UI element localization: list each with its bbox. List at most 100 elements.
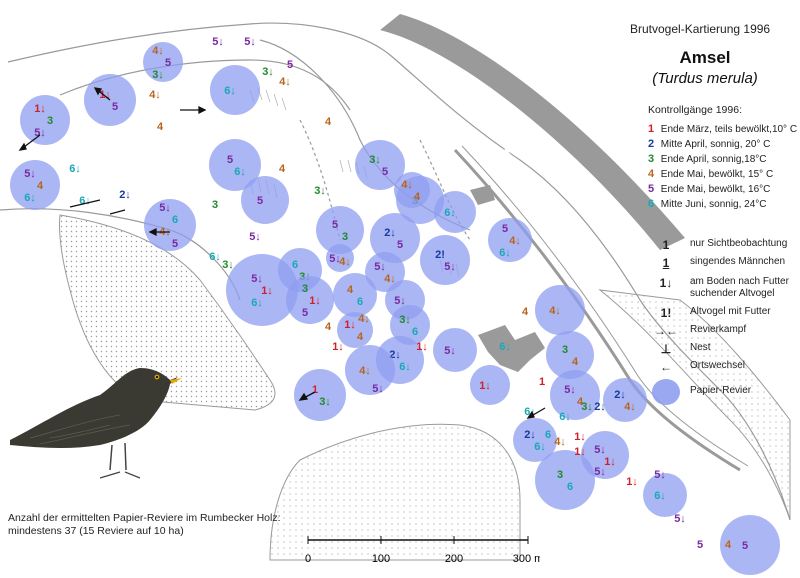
observation-mark: 3 [342, 231, 348, 243]
legend-visit-2: 2 Mitte April, sonnig, 20° C [648, 137, 798, 152]
visit-label: Mitte April, sonnig, 20° C [660, 139, 771, 150]
legend-visits: Kontrollgänge 1996: 1 Ende März, teils b… [648, 104, 798, 212]
observation-mark: 2! [435, 249, 445, 261]
observation-mark: 1↓ [416, 341, 428, 353]
territory-32: 2↓6↓ [513, 418, 557, 462]
observation-mark: 3↓ [222, 259, 234, 271]
observation-mark: 4 [357, 331, 364, 343]
visit-label: Mitte Juni, sonnig, 24°C [660, 199, 767, 210]
territory-circle [226, 254, 298, 326]
territory-5: 56↓ [209, 139, 261, 191]
visit-number: 1 [648, 123, 655, 135]
territory-13: 2!5↓ [420, 235, 470, 285]
visit-label: Ende Mai, bewölkt, 16°C [660, 184, 771, 195]
territory-circle [333, 273, 377, 317]
territory-3: 1↓35↓ [20, 95, 70, 145]
legend-visit-4: 4 Ende Mai, bewölkt, 15° C [648, 167, 798, 182]
observation-mark: 2↓ [594, 401, 606, 413]
observation-mark: 6↓ [444, 207, 456, 219]
territory-38: 4↓4 [394, 172, 430, 208]
observation-mark: 5 [227, 154, 233, 166]
symbol-glyph: 1 [662, 238, 670, 252]
observation-mark: 4↓ [152, 45, 164, 57]
symbol-label: singendes Männchen [690, 256, 786, 267]
visit-number: 6 [648, 198, 655, 210]
observation-mark: 6 [545, 429, 551, 441]
observation-mark: 4↓ [358, 313, 370, 325]
territory-circle [143, 42, 183, 82]
symbol-glyph: 1↓ [659, 276, 673, 290]
territory-circle [294, 369, 346, 421]
observation-mark: 6↓ [499, 247, 511, 259]
observation-mark: 4 [347, 284, 354, 296]
territory-circle [420, 235, 470, 285]
observation-mark: 5↓ [329, 253, 341, 265]
symbol-glyph: 1 [662, 256, 670, 270]
visit-number: 3 [648, 153, 655, 165]
observation-mark: 5 [112, 101, 118, 113]
territory-7: 5↓64↓5 [144, 199, 196, 251]
observation-mark: 1↓ [309, 295, 321, 307]
observation-mark: 4↓ [149, 89, 161, 101]
observation-mark: 4↓ [279, 76, 291, 88]
territory-35: 6↓ [643, 473, 687, 517]
observation-mark: 6↓ [559, 411, 571, 423]
observation-mark: 5↓ [444, 345, 456, 357]
observation-mark: 5 [165, 57, 171, 69]
observation-mark: 6↓ [234, 166, 246, 178]
territory-circle [20, 95, 70, 145]
railway-track [453, 148, 741, 472]
woodland-stipple-south [269, 423, 521, 561]
observation-mark: 4↓ [339, 256, 351, 268]
symbol-label: Ortswechsel [690, 360, 746, 371]
territory-16: 5↓4↓ [365, 252, 405, 292]
observation-mark: 3 [212, 199, 218, 211]
territory-circle [550, 370, 600, 420]
territory-circle [720, 515, 780, 575]
territory-22: 3↓6 [390, 305, 430, 345]
observation-mark: 6↓ [524, 406, 536, 418]
territory-circle [488, 218, 532, 262]
observation-mark: 5↓ [654, 469, 666, 481]
survey-title: Brutvogel-Kartierung 1996 [630, 22, 771, 36]
territory-circle [370, 213, 420, 263]
territory-circle [390, 305, 430, 345]
observation-mark: 3↓ [152, 69, 164, 81]
observation-mark: 4↓ [509, 235, 521, 247]
observation-mark: 4↓ [384, 273, 396, 285]
territory-18: 31↓5 [286, 276, 334, 324]
scale-tick-0: 0 [305, 553, 311, 565]
territory-31: 2↓4↓ [603, 378, 647, 422]
observation-mark: 1↓ [574, 446, 586, 458]
territory-39: 5↓ [326, 244, 354, 272]
observation-mark: 6↓ [224, 85, 236, 97]
river-band [380, 14, 685, 250]
observation-mark: 5↓ [24, 168, 36, 180]
territory-28: 5↓ [433, 328, 477, 372]
observation-mark: 5 [287, 59, 293, 71]
territory-layer: 4↓53↓1↓51↓35↓6↓56↓5↓46↓5↓64↓55533↓532↓52… [10, 42, 780, 575]
footnote-line-1: Anzahl der ermittelten Papier-Reviere im… [8, 512, 281, 524]
movement-arrows [18, 87, 546, 419]
legend-visit-3: 3 Ende April, sonnig,18°C [648, 152, 798, 167]
territory-10: 3↓5 [355, 140, 405, 190]
territory-4: 6↓ [210, 65, 260, 115]
species-block: Amsel (Turdus merula) [620, 48, 790, 87]
symbol-label: am Boden nach Futter suchender Altvogel [690, 276, 789, 299]
observation-mark: 1 [312, 384, 318, 396]
territory-circle [513, 418, 557, 462]
observation-mark: 6↓ [654, 490, 666, 502]
observation-mark: 1 [539, 376, 545, 388]
observation-mark: 4 [725, 539, 732, 551]
observation-mark: 1↓ [261, 285, 273, 297]
observation-mark: 5 [742, 540, 748, 552]
territory-circle [603, 378, 647, 422]
scale-bar: 0 100 200 300 m [305, 536, 540, 565]
observation-mark: 2↓ [524, 429, 536, 441]
observation-mark: 1↓ [604, 456, 616, 468]
symbol-label: nur Sichtbeobachtung [690, 238, 788, 249]
observation-mark: 1↓ [626, 476, 638, 488]
observation-mark: 3↓ [399, 314, 411, 326]
territory-17: 5↓1↓6↓ [226, 254, 298, 326]
